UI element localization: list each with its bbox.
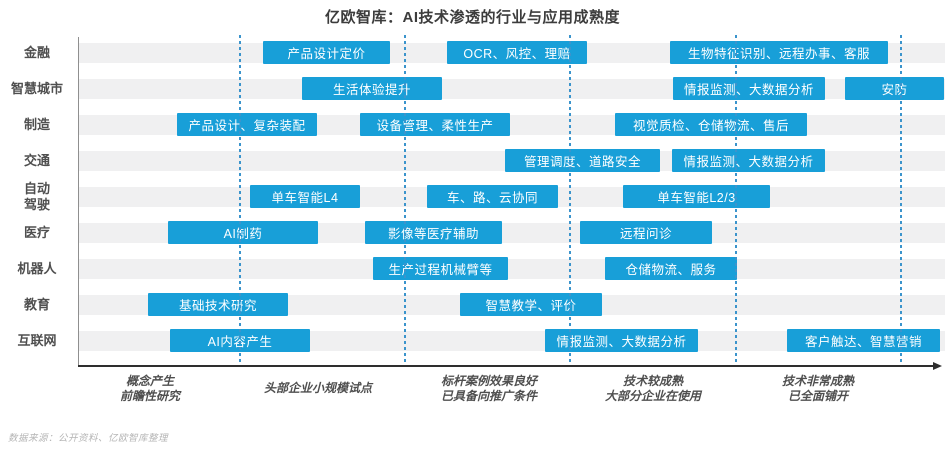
row-label-education: 教育: [0, 297, 74, 313]
application-bar: 智慧教学、评价: [460, 293, 602, 316]
stage-boundary-line: [569, 35, 571, 366]
x-axis-arrow-icon: [933, 362, 942, 370]
row-label-line: 交通: [23, 153, 50, 168]
application-bar: 产品设计定价: [263, 41, 390, 64]
row-label-line: 智慧城市: [10, 81, 63, 96]
row-label-internet: 互联网: [0, 333, 74, 349]
application-bar: 生产过程机械臂等: [373, 257, 508, 280]
application-bar: 安防: [845, 77, 944, 100]
row-label-line: 制造: [23, 117, 50, 132]
application-bar: 单车智能L4: [250, 185, 360, 208]
stage-label-line: 技术非常成熟: [781, 374, 855, 388]
stage-label-line: 已具备向推广条件: [440, 389, 538, 403]
stage-boundary-line: [900, 35, 902, 366]
row-label-smart-city: 智慧城市: [0, 81, 74, 97]
application-bar: 影像等医疗辅助: [365, 221, 502, 244]
application-bar: 生活体验提升: [302, 77, 442, 100]
row-label-line: 医疗: [23, 225, 50, 240]
application-bar: 生物特征识别、远程办事、客服: [670, 41, 888, 64]
stage-label-1: 概念产生前瞻性研究: [120, 374, 180, 404]
application-bar: 车、路、云协同: [427, 185, 558, 208]
application-bar: AI制药: [168, 221, 318, 244]
application-bar: 客户触达、智慧营销: [787, 329, 940, 352]
row-label-line: 自动: [23, 181, 50, 196]
row-label-medical: 医疗: [0, 225, 74, 241]
stage-boundary-line: [239, 35, 241, 366]
row-label-line: 互联网: [17, 333, 57, 348]
chart-title: 亿欧智库：AI技术渗透的行业与应用成熟度: [324, 9, 620, 26]
stage-label-line: 概念产生: [125, 374, 175, 388]
stage-boundary-line: [404, 35, 406, 366]
row-label-line: 机器人: [17, 261, 57, 276]
row-label-line: 金融: [23, 45, 50, 60]
y-axis-line: [78, 37, 79, 367]
application-bar: 视觉质检、仓储物流、售后: [615, 113, 807, 136]
stage-boundary-line: [735, 35, 737, 366]
application-bar: 设备管理、柔性生产: [360, 113, 510, 136]
row-label-transportation: 交通: [0, 153, 74, 169]
x-axis-line: [78, 365, 934, 367]
application-bar: 管理调度、道路安全: [505, 149, 660, 172]
row-label-autonomous-driving: 自动驾驶: [0, 181, 74, 213]
application-bar: 单车智能L2/3: [623, 185, 770, 208]
row-label-finance: 金融: [0, 45, 74, 61]
stage-label-line: 标杆案例效果良好: [440, 374, 538, 388]
application-bar: 仓储物流、服务: [605, 257, 737, 280]
stage-label-3: 标杆案例效果良好已具备向推广条件: [441, 374, 537, 404]
stage-label-5: 技术非常成熟已全面铺开: [782, 374, 854, 404]
row-label-manufacturing: 制造: [0, 117, 74, 133]
application-bar: 基础技术研究: [148, 293, 288, 316]
stage-label-line: 已全面铺开: [787, 389, 849, 403]
stage-label-line: 技术较成熟: [622, 374, 684, 388]
stage-label-line: 前瞻性研究: [119, 389, 181, 403]
application-bar: 情报监测、大数据分析: [673, 77, 825, 100]
application-bar: 情报监测、大数据分析: [672, 149, 825, 172]
application-bar: OCR、风控、理赔: [447, 41, 587, 64]
row-label-line: 驾驶: [23, 197, 50, 212]
stage-label-line: 头部企业小规模试点: [263, 381, 373, 395]
stage-label-4: 技术较成熟大部分企业在使用: [605, 374, 701, 404]
row-label-robotics: 机器人: [0, 261, 74, 277]
row-band: [79, 259, 945, 279]
stage-label-line: 大部分企业在使用: [604, 389, 702, 403]
stage-label-2: 头部企业小规模试点: [264, 381, 372, 396]
data-source-note: 数据来源：公开资料、亿欧智库整理: [8, 433, 169, 444]
row-label-line: 教育: [23, 297, 50, 312]
application-bar: 产品设计、复杂装配: [177, 113, 317, 136]
application-bar: 远程问诊: [580, 221, 712, 244]
application-bar: 情报监测、大数据分析: [545, 329, 698, 352]
